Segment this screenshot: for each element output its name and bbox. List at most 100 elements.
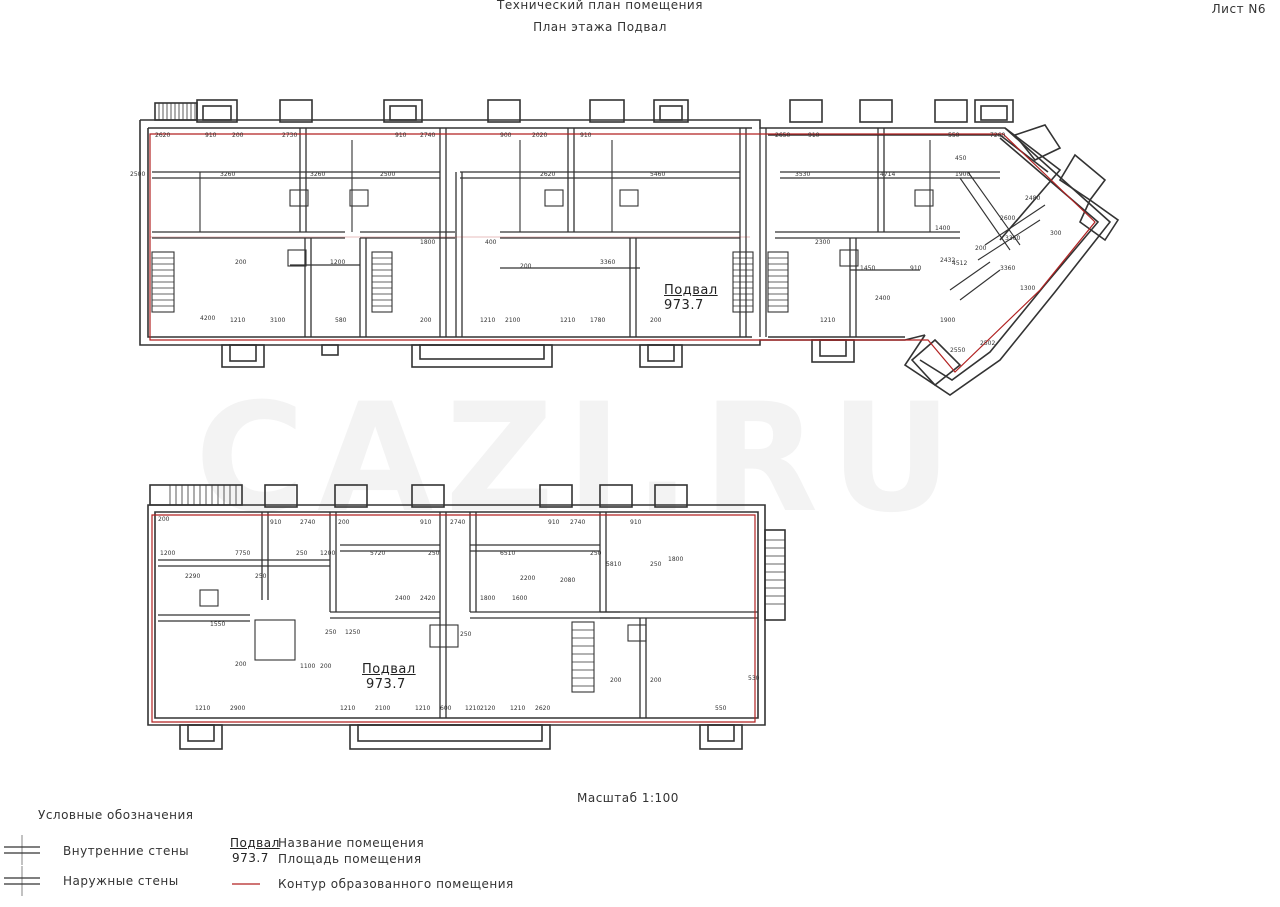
upper-dimension-label: 200 <box>650 317 662 324</box>
upper-dimension-label: 4714 <box>880 171 895 178</box>
upper-dimension-label: 5460 <box>650 171 665 178</box>
room-area-lower: 973.7 <box>366 677 406 692</box>
lower-dimension-label: 1210 <box>510 705 525 712</box>
lower-dimension-label: 250 <box>650 561 662 568</box>
upper-dimension-label: 3260 <box>220 171 235 178</box>
lower-dimension-label: 910 <box>420 519 432 526</box>
upper-dimension-label: 2730 <box>282 132 297 139</box>
room-area-upper: 973.7 <box>664 298 704 313</box>
watermark: CAZI.RU <box>195 372 965 546</box>
lower-dimension-label: 1210 <box>195 705 210 712</box>
upper-dimension-label: 1800 <box>420 239 435 246</box>
lower-dimension-label: 530 <box>748 675 760 682</box>
legend-sample-room-area: 973.7 <box>232 851 269 865</box>
lower-dimension-label: 2080 <box>560 577 575 584</box>
upper-dimension-label: 1450 <box>860 265 875 272</box>
lower-dimension-label: 550 <box>715 705 727 712</box>
upper-dimension-label: 2020 <box>532 132 547 139</box>
upper-dimension-label: 2740 <box>420 132 435 139</box>
lower-dimension-label: 2200 <box>520 575 535 582</box>
upper-dimension-label: 2400 <box>875 295 890 302</box>
lower-dimension-label: 600 <box>440 705 452 712</box>
lower-dimension-label: 2740 <box>570 519 585 526</box>
legend-room-area-desc: Площадь помещения <box>278 852 422 866</box>
upper-dimension-label: 3530 <box>795 171 810 178</box>
upper-dimension-label: 2650 <box>775 132 790 139</box>
upper-dimension-label: 1210 <box>230 317 245 324</box>
lower-dimension-label: 2400 <box>395 595 410 602</box>
upper-dimension-label: 1900 <box>955 171 970 178</box>
legend-contour-desc: Контур образованного помещения <box>278 877 514 891</box>
lower-dimension-label: 2420 <box>420 595 435 602</box>
lower-dimension-label: 250 <box>590 550 602 557</box>
upper-dimension-label: 3360 <box>1000 265 1015 272</box>
legend-sample-room-name: Подвал <box>230 836 280 850</box>
upper-dimension-label: 1210 <box>480 317 495 324</box>
upper-dimension-label: 3360 <box>600 259 615 266</box>
upper-dimension-label: 2550 <box>950 347 965 354</box>
lower-dimension-label: 2290 <box>185 573 200 580</box>
upper-dimension-label: 1210 <box>560 317 575 324</box>
lower-dimension-label: 1100 <box>300 663 315 670</box>
upper-dimension-label: 1300 <box>1020 285 1035 292</box>
lower-dimension-label: 1200 <box>320 550 335 557</box>
upper-dimension-label: 910 <box>580 132 592 139</box>
legend-outer-walls: Наружные стены <box>63 874 179 888</box>
upper-dimension-label: 2500 <box>380 171 395 178</box>
upper-dimension-label: 200 <box>420 317 432 324</box>
lower-dimension-label: 1550 <box>210 621 225 628</box>
legend-inner-walls: Внутренние стены <box>63 844 190 858</box>
lower-dimension-label: 250 <box>296 550 308 557</box>
lower-dimension-label: 2620 <box>535 705 550 712</box>
upper-dimension-label: 200 <box>975 245 987 252</box>
upper-dimension-label: 2300 <box>815 239 830 246</box>
upper-dimension-label: 2620 <box>540 171 555 178</box>
lower-dimension-label: 1600 <box>512 595 527 602</box>
legend-room-name-desc: Название помещения <box>278 836 425 850</box>
lower-dimension-label: 2740 <box>450 519 465 526</box>
lower-dimension-label: 1200 <box>160 550 175 557</box>
lower-dimension-label: 250 <box>460 631 472 638</box>
upper-dimension-label: 580 <box>335 317 347 324</box>
lower-dimension-label: 2120 <box>480 705 495 712</box>
upper-dimension-label: 2100 <box>505 317 520 324</box>
lower-dimension-label: 1210 <box>340 705 355 712</box>
plan-title: Технический план помещения <box>497 0 703 12</box>
lower-dimension-label: 250 <box>255 573 267 580</box>
lower-dimension-label: 910 <box>630 519 642 526</box>
lower-dimension-label: 1210 <box>415 705 430 712</box>
lower-dimension-label: 2740 <box>300 519 315 526</box>
upper-dimension-label: 3360 <box>1005 235 1020 242</box>
upper-dimension-label: 3260 <box>310 171 325 178</box>
lower-dimension-label: 2900 <box>230 705 245 712</box>
upper-dimension-label: 550 <box>948 132 960 139</box>
lower-dimension-label: 200 <box>158 516 170 523</box>
upper-dimension-label: 7260 <box>990 132 1005 139</box>
lower-dimension-label: 200 <box>320 663 332 670</box>
upper-dimension-label: 1400 <box>935 225 950 232</box>
lower-dimension-label: 910 <box>270 519 282 526</box>
lower-dimension-label: 200 <box>650 677 662 684</box>
upper-floor-plan <box>139 99 1120 396</box>
upper-dimension-label: 1210 <box>820 317 835 324</box>
upper-dimension-label: 300 <box>1050 230 1062 237</box>
upper-dimension-label: 910 <box>808 132 820 139</box>
upper-dimension-label: 400 <box>485 239 497 246</box>
lower-dimension-label: 1250 <box>345 629 360 636</box>
upper-dimension-label: 200 <box>520 263 532 270</box>
lower-dimension-label: 250 <box>325 629 337 636</box>
lower-dimension-label: 5810 <box>606 561 621 568</box>
lower-dimension-label: 200 <box>338 519 350 526</box>
lower-dimension-label: 6510 <box>500 550 515 557</box>
lower-dimension-label: 5720 <box>370 550 385 557</box>
lower-dimension-label: 200 <box>235 661 247 668</box>
upper-dimension-label: 910 <box>205 132 217 139</box>
upper-dimension-label: 1780 <box>590 317 605 324</box>
upper-dimension-label: 910 <box>910 265 922 272</box>
lower-floor-plan <box>147 484 786 750</box>
upper-dimension-label: 200 <box>235 259 247 266</box>
upper-dimension-label: 2600 <box>1000 215 1015 222</box>
lower-dimension-label: 910 <box>548 519 560 526</box>
